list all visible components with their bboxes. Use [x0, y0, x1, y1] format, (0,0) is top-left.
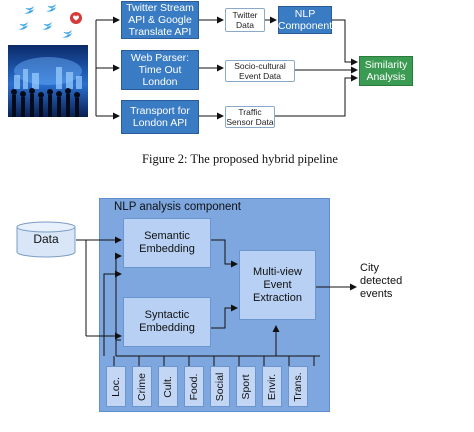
tfl-api-box: Transport for London API	[121, 100, 199, 134]
data-label: Data	[33, 232, 59, 246]
category-box-trans: Trans.	[288, 366, 308, 407]
semantic-embedding-box: Semantic Embedding	[123, 218, 211, 268]
category-box-cult: Cult.	[158, 366, 178, 407]
output-label: City detected events	[360, 262, 403, 300]
multiview-event-extraction-box: Multi-view Event Extraction	[239, 250, 316, 320]
figure-caption: Figure 2: The proposed hybrid pipeline	[142, 152, 338, 166]
nlp-component-box: NLP Component	[277, 6, 333, 34]
twitter-api-box: Twitter Stream API & Google Translate AP…	[121, 1, 199, 39]
category-box-crime: Crime	[132, 366, 152, 407]
category-box-sport: Sport	[236, 366, 256, 407]
city-business-image	[8, 45, 88, 117]
web-parser-box: Web Parser: Time Out London	[121, 50, 199, 90]
twitter-icons-cluster	[8, 2, 88, 44]
category-box-social: Social	[210, 366, 230, 407]
similarity-analysis-box: Similarity Analysis	[359, 56, 413, 86]
data-cylinder-icon	[16, 221, 76, 258]
socio-cultural-data-note: Socio-cultural Event Data	[225, 60, 295, 82]
syntactic-embedding-box: Syntactic Embedding	[123, 297, 211, 347]
category-box-food: Food.	[184, 366, 204, 407]
twitter-bird-icon	[18, 4, 72, 38]
twitter-data-note: Twitter Data	[225, 8, 265, 32]
category-box-envir: Envir.	[262, 366, 282, 407]
category-box-loc: Loc.	[106, 366, 126, 407]
traffic-sensor-data-note: Traffic Sensor Data	[225, 106, 275, 128]
panel-title: NLP analysis component	[114, 201, 241, 213]
